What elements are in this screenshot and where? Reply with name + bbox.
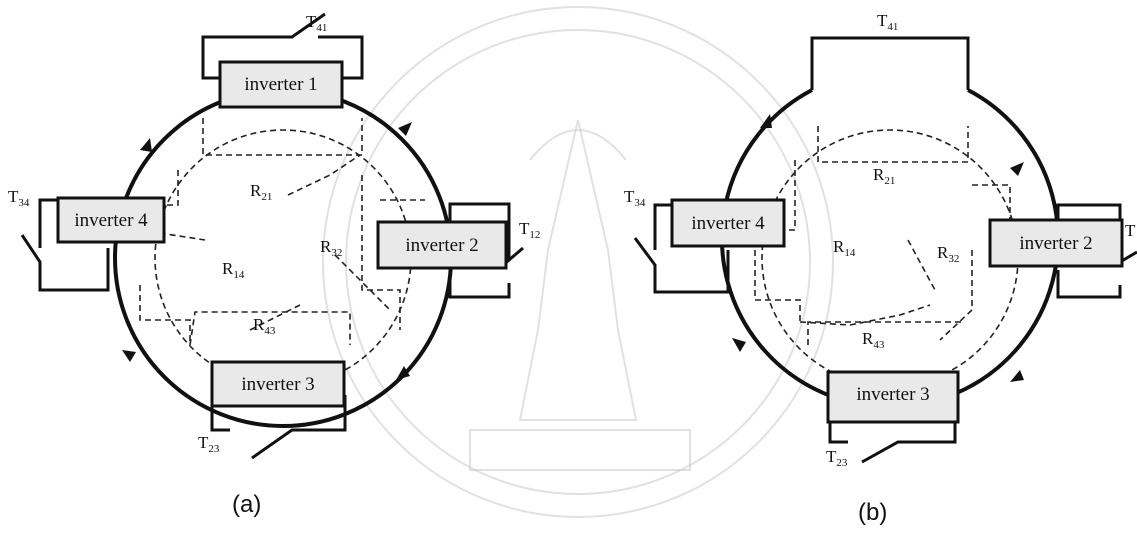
resistance-label-r14: R14	[833, 237, 856, 259]
switch-label-t34: T34	[8, 187, 30, 209]
resistance-label-r43: R43	[253, 315, 276, 337]
arrow-icon	[1010, 370, 1024, 382]
arrow-icon	[398, 122, 412, 136]
resistance-label-r43: R43	[862, 329, 885, 351]
caption-b: (b)	[858, 499, 887, 526]
inverter-4-b: inverter 4	[670, 198, 786, 248]
inverter-3-b: inverter 3	[826, 370, 960, 424]
resistance-label-r21: R21	[250, 181, 272, 203]
switch-label-t41: T41	[306, 12, 327, 34]
inverter-2-a: inverter 2	[376, 220, 508, 270]
watermark-emblem	[322, 6, 834, 518]
resistance-label-r14: R14	[222, 259, 245, 281]
inverter-label: inverter 1	[244, 74, 317, 95]
switch-label-t34: T34	[624, 187, 646, 209]
inverter-label: inverter 4	[691, 213, 765, 234]
caption-a: (a)	[232, 491, 261, 518]
inverter-2-b: inverter 2	[988, 218, 1124, 268]
inverter-label: inverter 3	[241, 374, 314, 395]
arrow-icon	[732, 338, 746, 352]
inverter-3-a: inverter 3	[210, 360, 346, 408]
diagram-a: inverter 1 inverter 2 inverter 3 inverte…	[8, 12, 540, 518]
switch-wiring-t41-b	[810, 36, 970, 90]
direction-arrows-b	[732, 114, 1024, 382]
arrow-icon	[140, 138, 152, 152]
diagram-b: inverter 2 inverter 3 inverter 4 T41 T T…	[624, 11, 1137, 526]
switch-label-t23: T23	[198, 433, 220, 455]
switch-label-t41: T41	[877, 11, 898, 33]
arrow-icon	[760, 114, 772, 128]
resistance-label-r32: R32	[937, 243, 959, 265]
arrow-icon	[1010, 162, 1024, 176]
arrow-icon	[396, 366, 410, 380]
inverter-1-a: inverter 1	[218, 60, 344, 109]
inverter-label: inverter 4	[74, 210, 148, 231]
switch-label-t12: T12	[519, 219, 540, 241]
switch-label-t12: T	[1125, 221, 1136, 240]
inverter-label: inverter 3	[856, 384, 929, 405]
inverter-4-a: inverter 4	[56, 196, 166, 244]
switch-label-t23: T23	[826, 447, 848, 469]
inverter-label: inverter 2	[1019, 233, 1092, 254]
resistance-label-r32: R32	[320, 237, 342, 259]
resistance-label-r21: R21	[873, 165, 895, 187]
inverter-label: inverter 2	[405, 235, 478, 256]
arrow-icon	[122, 350, 136, 362]
direction-arrows-a	[122, 122, 412, 380]
